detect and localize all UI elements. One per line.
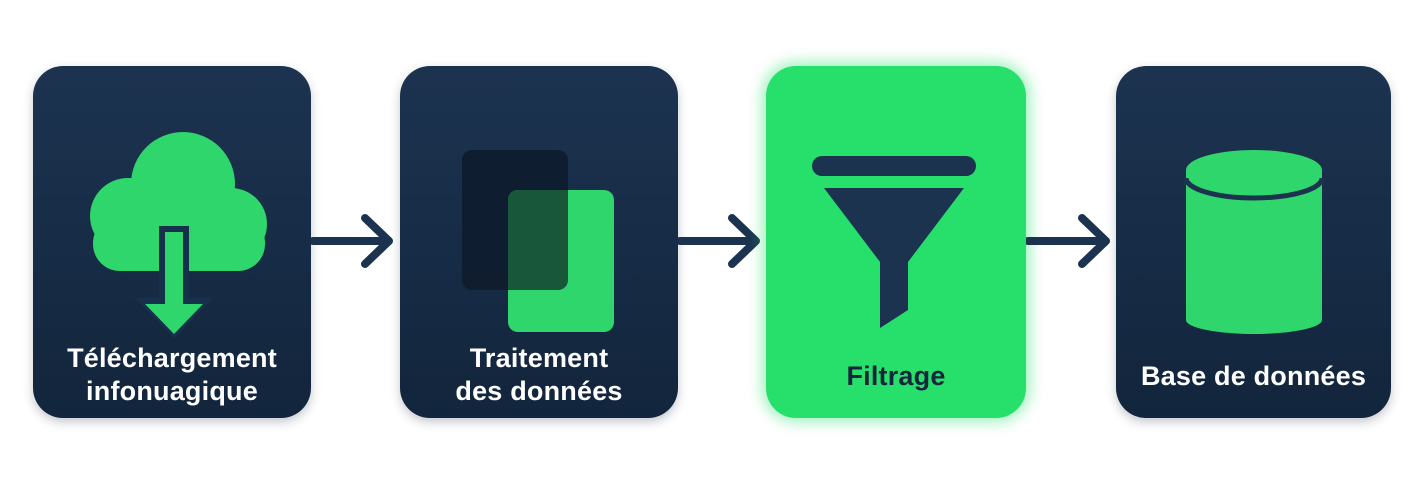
step-card-database: Base de données xyxy=(1116,66,1391,418)
database-cylinder-icon xyxy=(1183,150,1325,334)
step-card-data-processing: Traitement des données xyxy=(400,66,678,418)
overlapping-documents-icon xyxy=(462,150,614,332)
step-card-cloud-upload: Téléchargement infonuagique xyxy=(33,66,311,418)
step-label-database: Base de données xyxy=(1140,361,1367,391)
step-label-line-2: infonuagique xyxy=(86,376,258,406)
arrow-right-icon xyxy=(311,214,393,268)
arrow-right-icon xyxy=(678,214,760,268)
step-label-cloud-upload: Téléchargement infonuagique xyxy=(33,342,311,408)
step-label-line-1: Traitement xyxy=(469,343,609,373)
arrow-right-icon xyxy=(1026,214,1110,268)
funnel-filter-icon xyxy=(812,156,976,328)
step-label-line-2: des données xyxy=(455,376,623,406)
step-label-line-1: Téléchargement xyxy=(67,343,277,373)
step-card-filtering: Filtrage xyxy=(766,66,1026,418)
step-label-filtering: Filtrage xyxy=(846,361,946,391)
step-label-data-processing: Traitement des données xyxy=(400,342,678,408)
cloud-download-icon xyxy=(90,132,267,338)
